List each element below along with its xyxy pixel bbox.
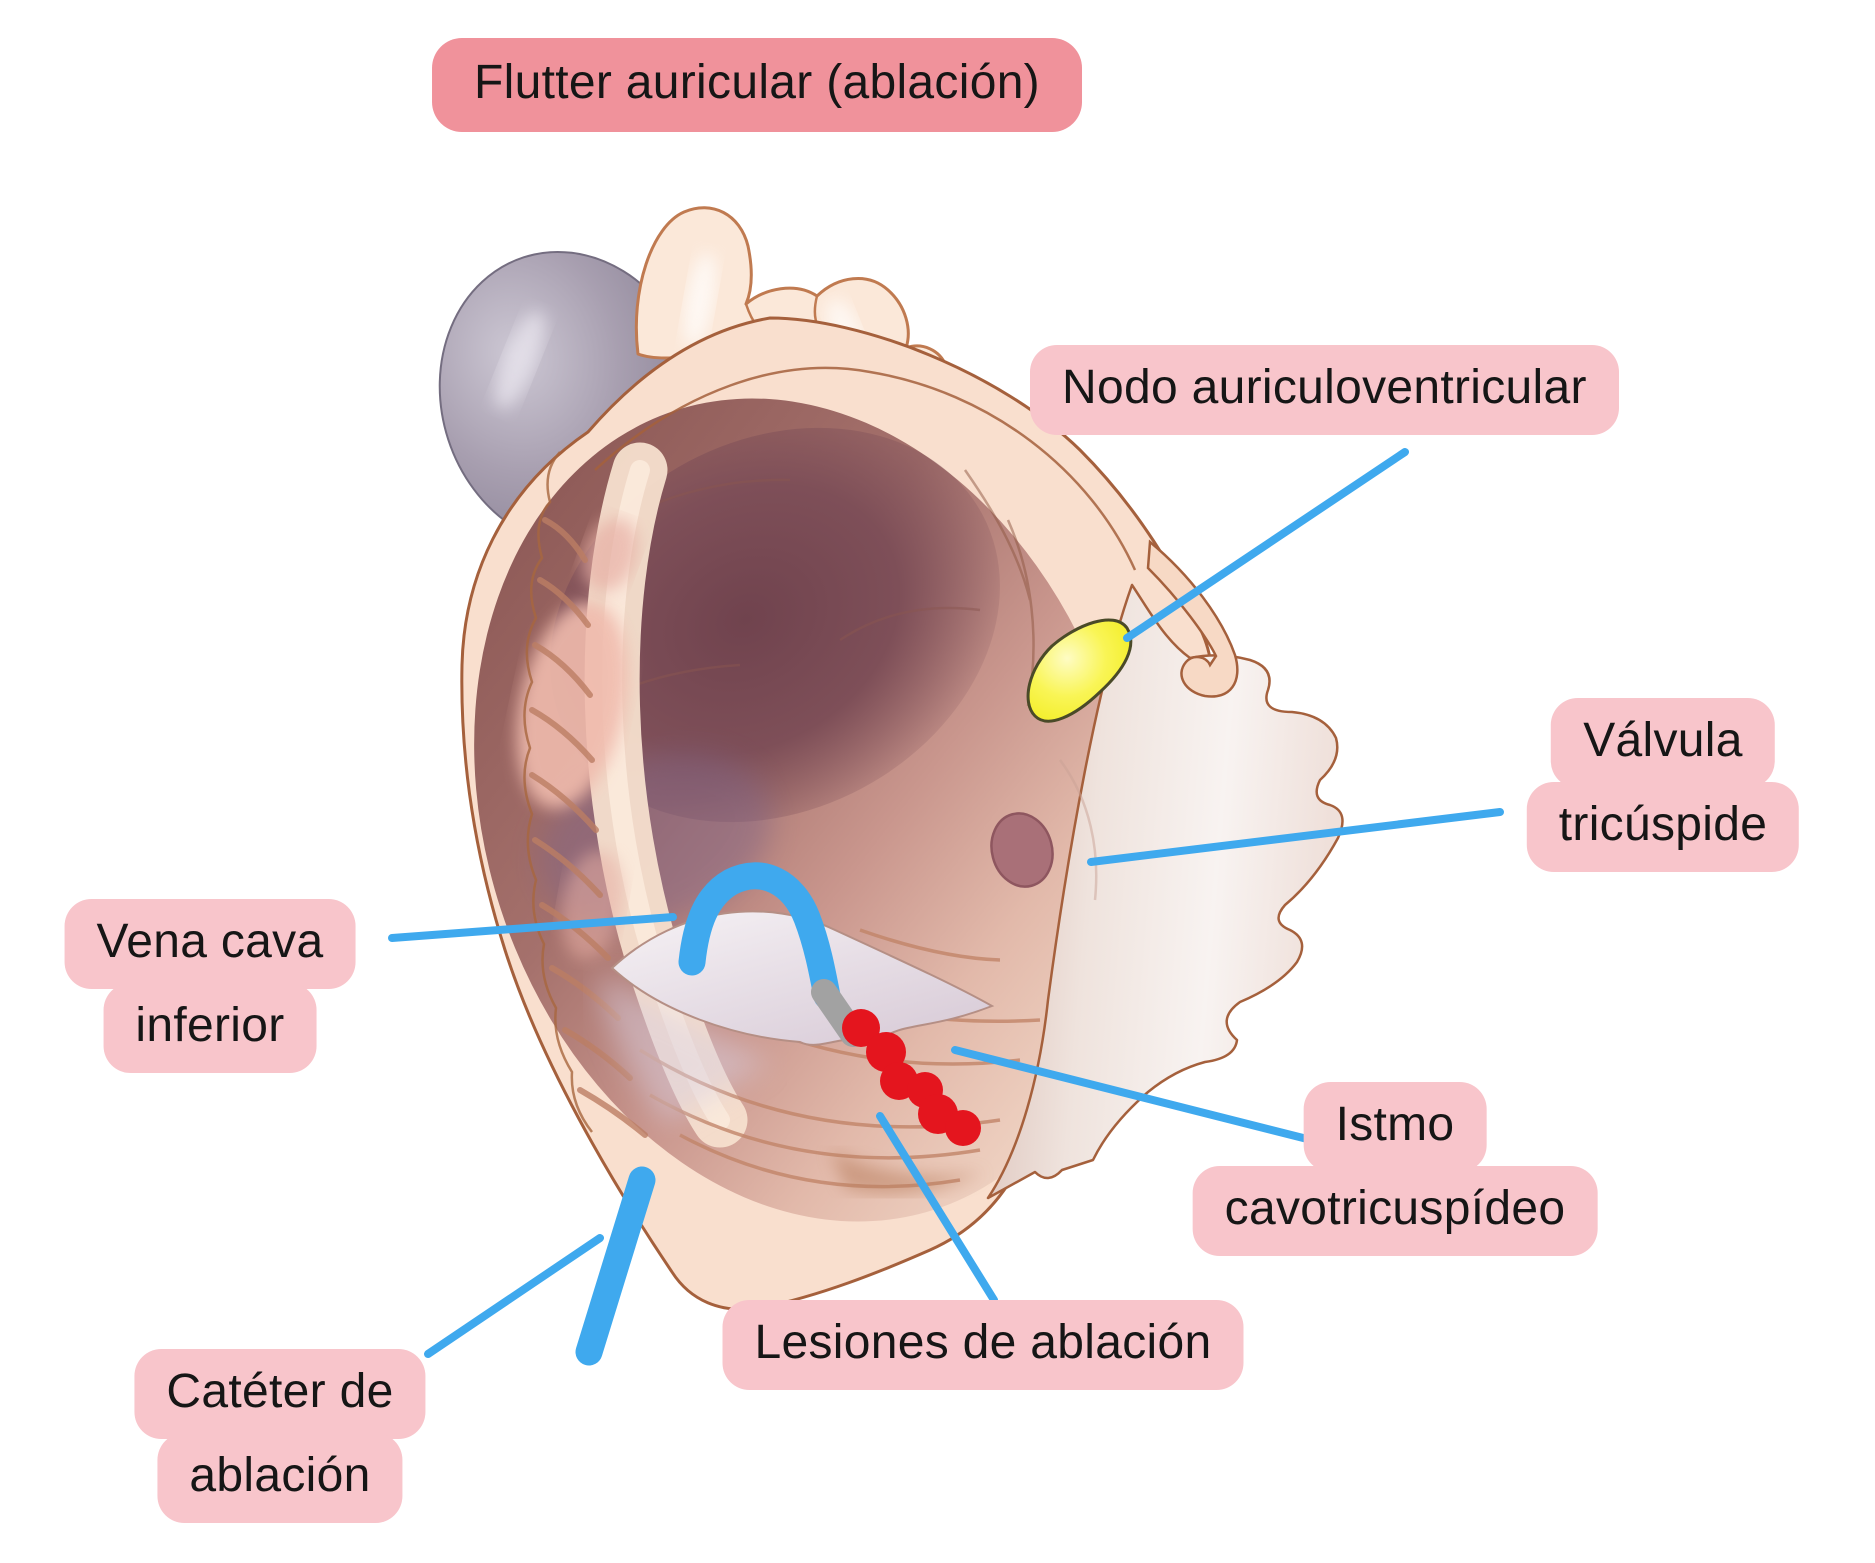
leader-lesions	[876, 1112, 998, 1304]
catheter-loop	[678, 862, 841, 1010]
leader-vena-cava	[388, 913, 677, 942]
label-lesions-text: Lesiones de ablación	[722, 1300, 1244, 1390]
label-av-node: Nodo auriculoventricular	[1030, 345, 1619, 435]
leader-tricuspid-valve	[1087, 808, 1504, 866]
label-vena-cava-line2: inferior	[103, 982, 317, 1073]
label-ablation-lesions: Lesiones de ablación	[722, 1300, 1244, 1390]
label-vena-cava-line1: Vena cava	[64, 899, 356, 989]
diagram-title: Flutter auricular (ablación)	[432, 38, 1082, 132]
label-av-node-text: Nodo auriculoventricular	[1030, 345, 1619, 435]
label-catheter-line2: ablación	[157, 1432, 403, 1523]
leader-isthmus	[951, 1046, 1339, 1150]
label-tricuspid-valve: Válvula tricúspide	[1526, 698, 1800, 872]
valve-shadow-wedge	[600, 975, 770, 1125]
label-isthmus-line1: Istmo	[1303, 1082, 1487, 1172]
leader-lines	[388, 448, 1504, 1358]
ablation-lesions	[842, 1009, 981, 1146]
label-tricuspid-line1: Válvula	[1551, 698, 1775, 788]
bowl-shadow	[830, 1150, 985, 1194]
label-isthmus-line2: cavotricuspídeo	[1192, 1165, 1598, 1256]
coronary-sinus	[990, 812, 1054, 888]
title-text: Flutter auricular (ablación)	[432, 38, 1082, 132]
label-tricuspid-line2: tricúspide	[1526, 781, 1800, 872]
leader-catheter	[424, 1234, 604, 1358]
av-node	[1026, 618, 1133, 723]
catheter-shaft	[575, 1166, 656, 1366]
label-catheter-line1: Catéter de	[134, 1349, 426, 1439]
tricuspid-valve-membrane	[986, 583, 1344, 1200]
label-inferior-vena-cava: Vena cava inferior	[64, 899, 356, 1073]
label-cavotricuspid-isthmus: Istmo cavotricuspídeo	[1192, 1082, 1598, 1256]
leader-av-node	[1123, 448, 1409, 642]
label-ablation-catheter: Catéter de ablación	[134, 1349, 426, 1523]
wall-cut-curl	[1146, 539, 1239, 698]
